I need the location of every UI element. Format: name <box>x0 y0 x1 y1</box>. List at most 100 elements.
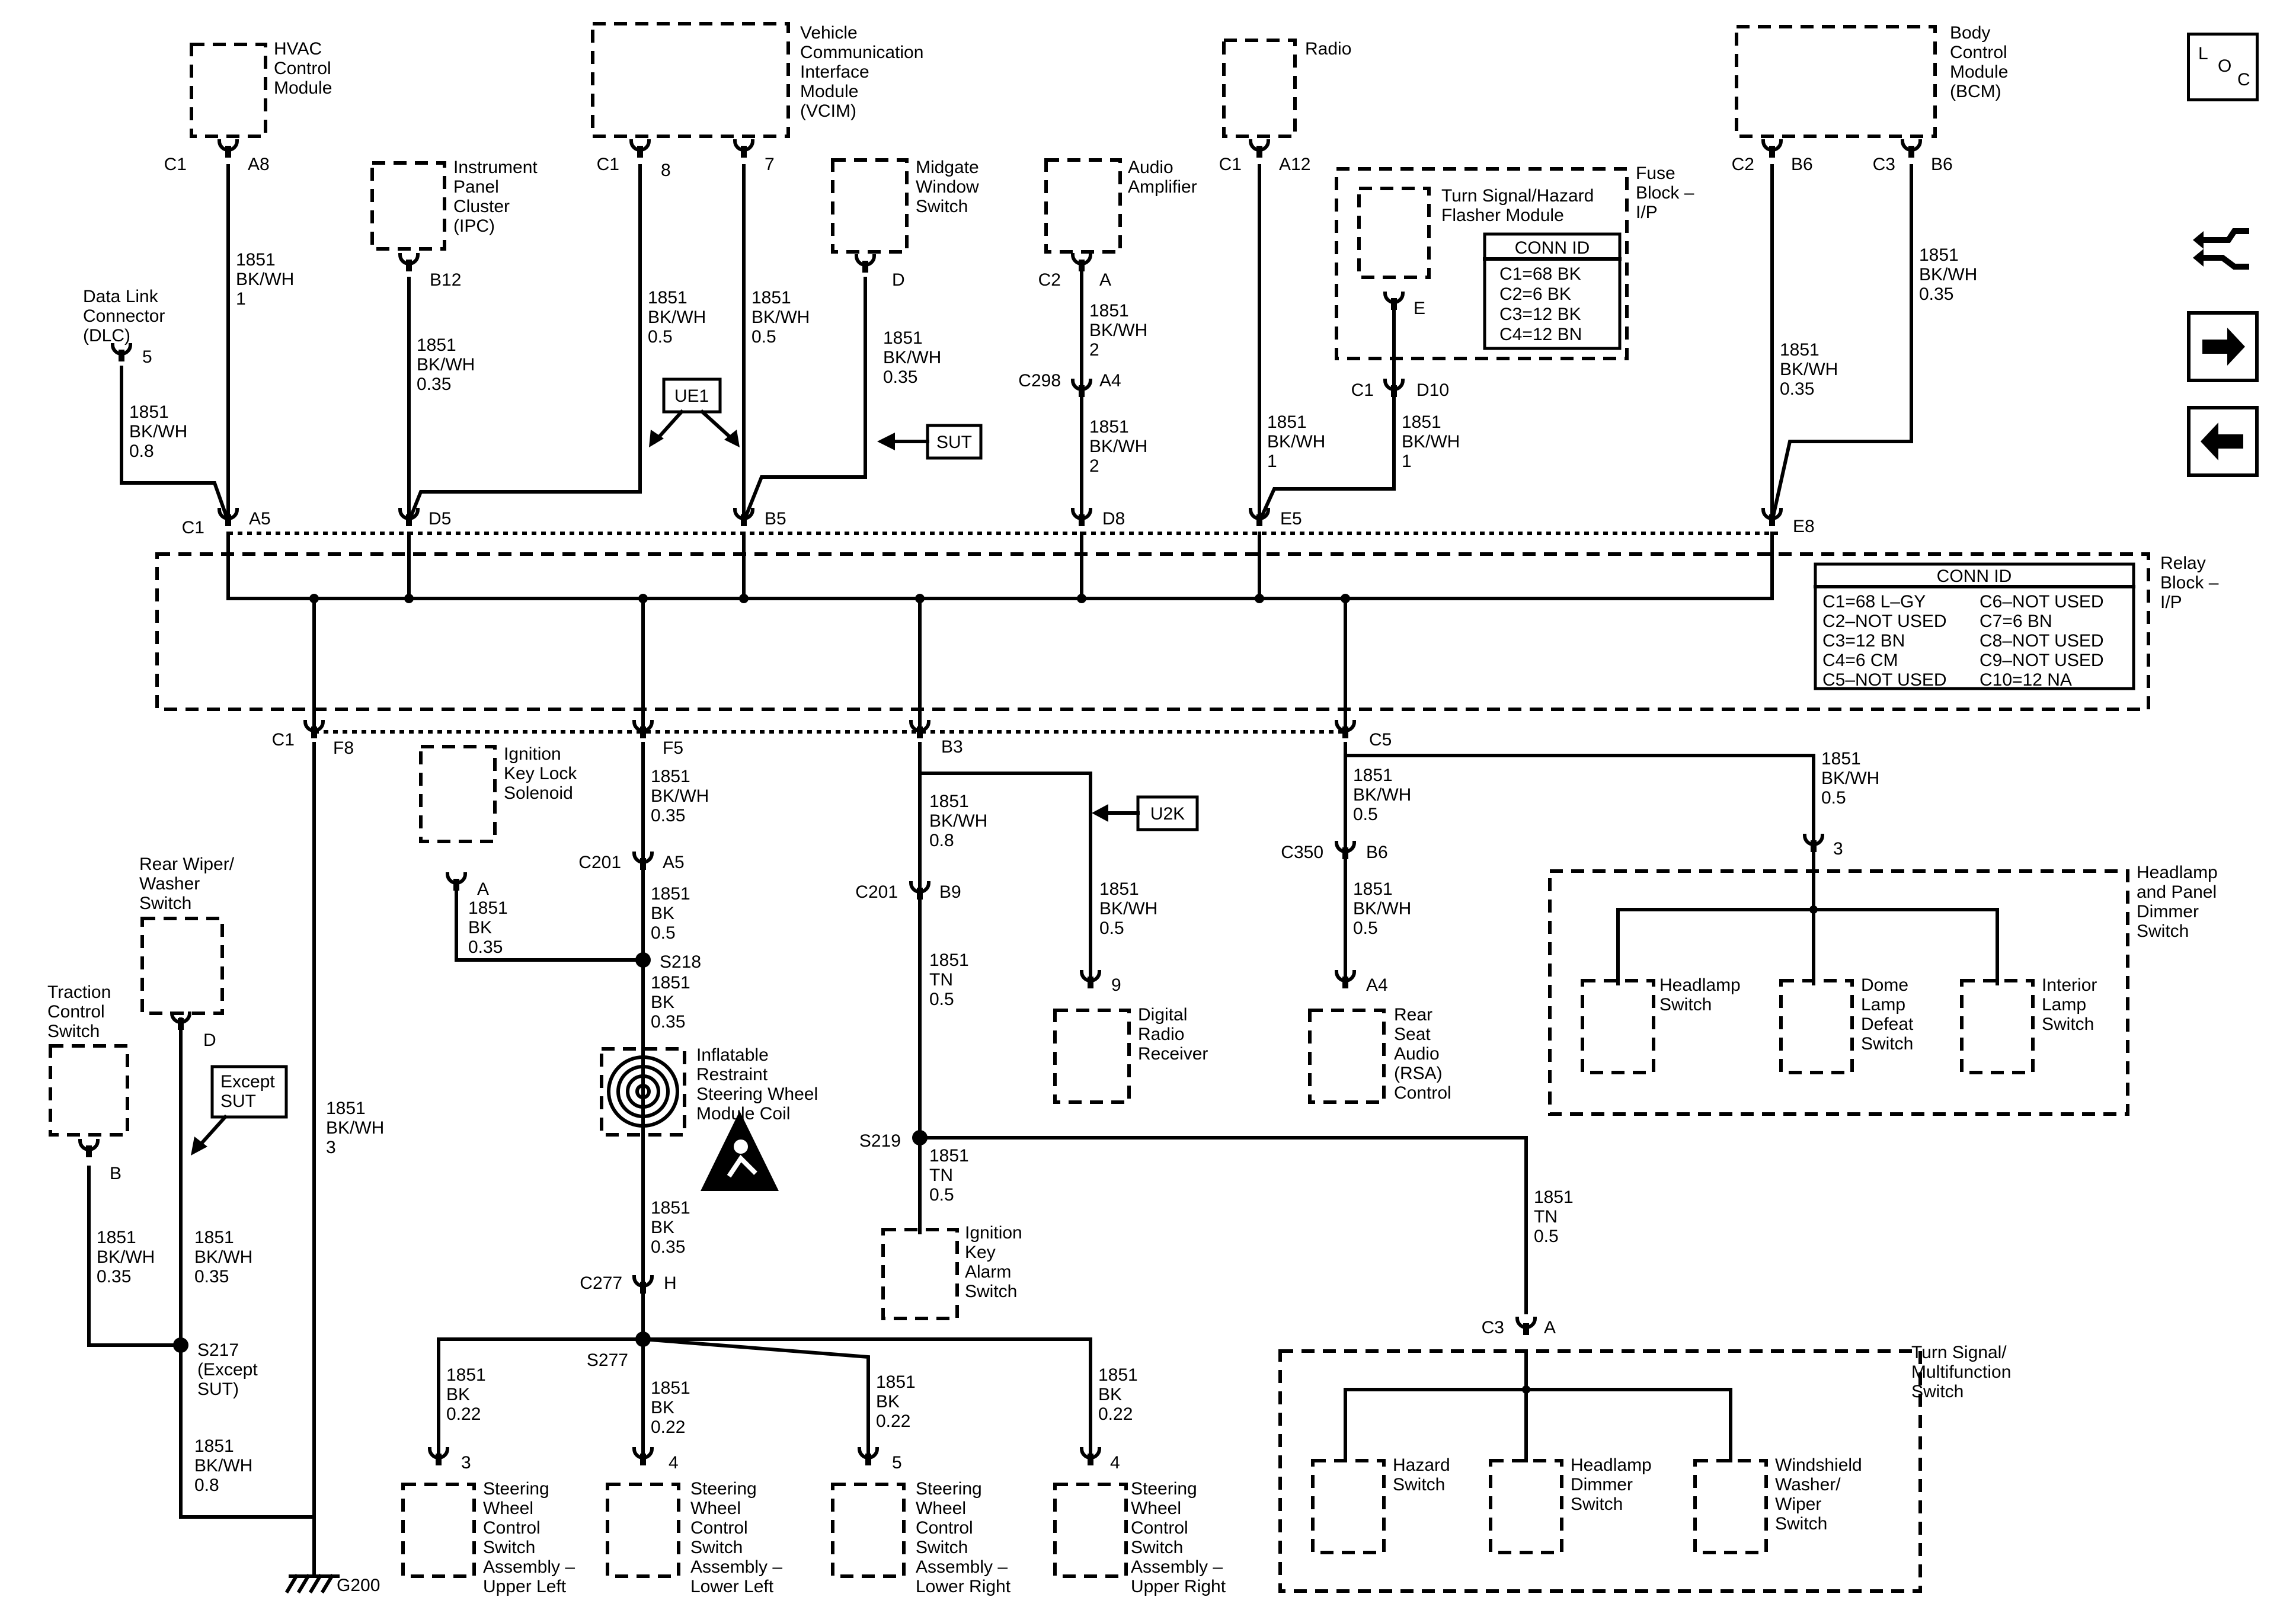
connector-sw-ul-3: 3 <box>461 1453 471 1473</box>
connector-s218: S218 <box>660 952 701 972</box>
conn-id-table-fuse <box>1483 232 1622 350</box>
lbl-radio: Radio <box>1305 39 1351 59</box>
connector-rb-c5: C5 <box>1369 730 1392 750</box>
callout-ue1: UE1 <box>674 386 709 406</box>
connector-symbols <box>78 139 1923 1465</box>
connector-vcim-c1: C1 <box>597 155 619 174</box>
connector-rsa-a4: A4 <box>1366 975 1388 995</box>
connector-c350: C350 <box>1281 843 1323 862</box>
previous-page-button[interactable] <box>2187 406 2259 477</box>
headlamp-switch-box <box>1581 979 1655 1074</box>
component-connectors-button[interactable] <box>2187 213 2259 284</box>
rear-wiper-washer-switch-box <box>140 917 224 1015</box>
connector-rb-d5: D5 <box>428 509 451 529</box>
connector-traction-b: B <box>110 1164 121 1183</box>
connector-c277: C277 <box>580 1273 622 1293</box>
windshield-washer-wiper-switch-box <box>1693 1459 1768 1554</box>
connector-c298-a4: A4 <box>1099 371 1121 391</box>
connector-midgate-d: D <box>892 270 905 290</box>
connector-c201b-b9: B9 <box>939 882 961 902</box>
dome-lamp-defeat-switch-box <box>1779 979 1854 1074</box>
callout-u2k: U2K <box>1150 804 1185 824</box>
conn-id-relay-title: CONN ID <box>1937 566 2012 586</box>
connector-rb-f5: F5 <box>663 738 683 758</box>
connector-sw-ll-4: 4 <box>669 1453 679 1473</box>
connector-fuse-d10: D10 <box>1416 380 1449 400</box>
midgate-window-switch-box <box>831 158 909 254</box>
connector-sw-lr-5: 5 <box>892 1453 902 1473</box>
splices <box>173 905 1818 1394</box>
vcim-box <box>591 22 790 138</box>
connector-c277-h: H <box>664 1273 677 1293</box>
connector-c350-b6: B6 <box>1366 843 1388 862</box>
connector-rb-b3: B3 <box>941 737 963 757</box>
connector-s277: S277 <box>587 1350 628 1370</box>
bottom-components <box>49 745 2129 1593</box>
connector-c3-a: A <box>1544 1318 1556 1337</box>
connector-c201a: C201 <box>578 853 621 872</box>
next-page-button[interactable] <box>2187 311 2259 382</box>
connector-bcm-c3: C3 <box>1873 155 1895 174</box>
sw-control-upper-right-box <box>1053 1483 1128 1578</box>
turn-signal-flasher-box <box>1357 187 1431 279</box>
radio-box <box>1222 39 1297 138</box>
connector-radio-c1: C1 <box>1219 155 1242 174</box>
loc-c: C <box>2237 70 2250 89</box>
connector-rb-e5: E5 <box>1280 509 1302 529</box>
audio-amplifier-box <box>1044 158 1122 254</box>
airbag-warning-icon <box>701 1111 779 1191</box>
connector-bcm-c2: C2 <box>1732 155 1754 174</box>
connector-sw-ur-4: 4 <box>1110 1453 1120 1473</box>
connector-hvac-a8: A8 <box>248 155 270 174</box>
sw-control-lower-left-box <box>606 1483 680 1578</box>
connector-rear-wiper-d: D <box>203 1030 216 1050</box>
loc-locator-icon[interactable]: L O C <box>2187 33 2259 101</box>
connector-hvac-c1: C1 <box>164 155 187 174</box>
connector-rb-b5: B5 <box>765 509 786 529</box>
connector-amp-a: A <box>1099 270 1111 290</box>
callout-sut: SUT <box>936 433 972 452</box>
harness-connector-icon <box>2193 228 2249 270</box>
bcm-box <box>1735 25 1937 138</box>
connector-rb-d8: D8 <box>1102 509 1125 529</box>
relay-block-outline <box>155 552 2150 711</box>
relay-bus-junctions <box>309 594 1350 603</box>
ground-g200-icon <box>284 1569 340 1594</box>
clockspring-icon <box>607 1055 679 1128</box>
connector-c201b: C201 <box>855 882 898 902</box>
connector-radio-a12: A12 <box>1279 155 1310 174</box>
